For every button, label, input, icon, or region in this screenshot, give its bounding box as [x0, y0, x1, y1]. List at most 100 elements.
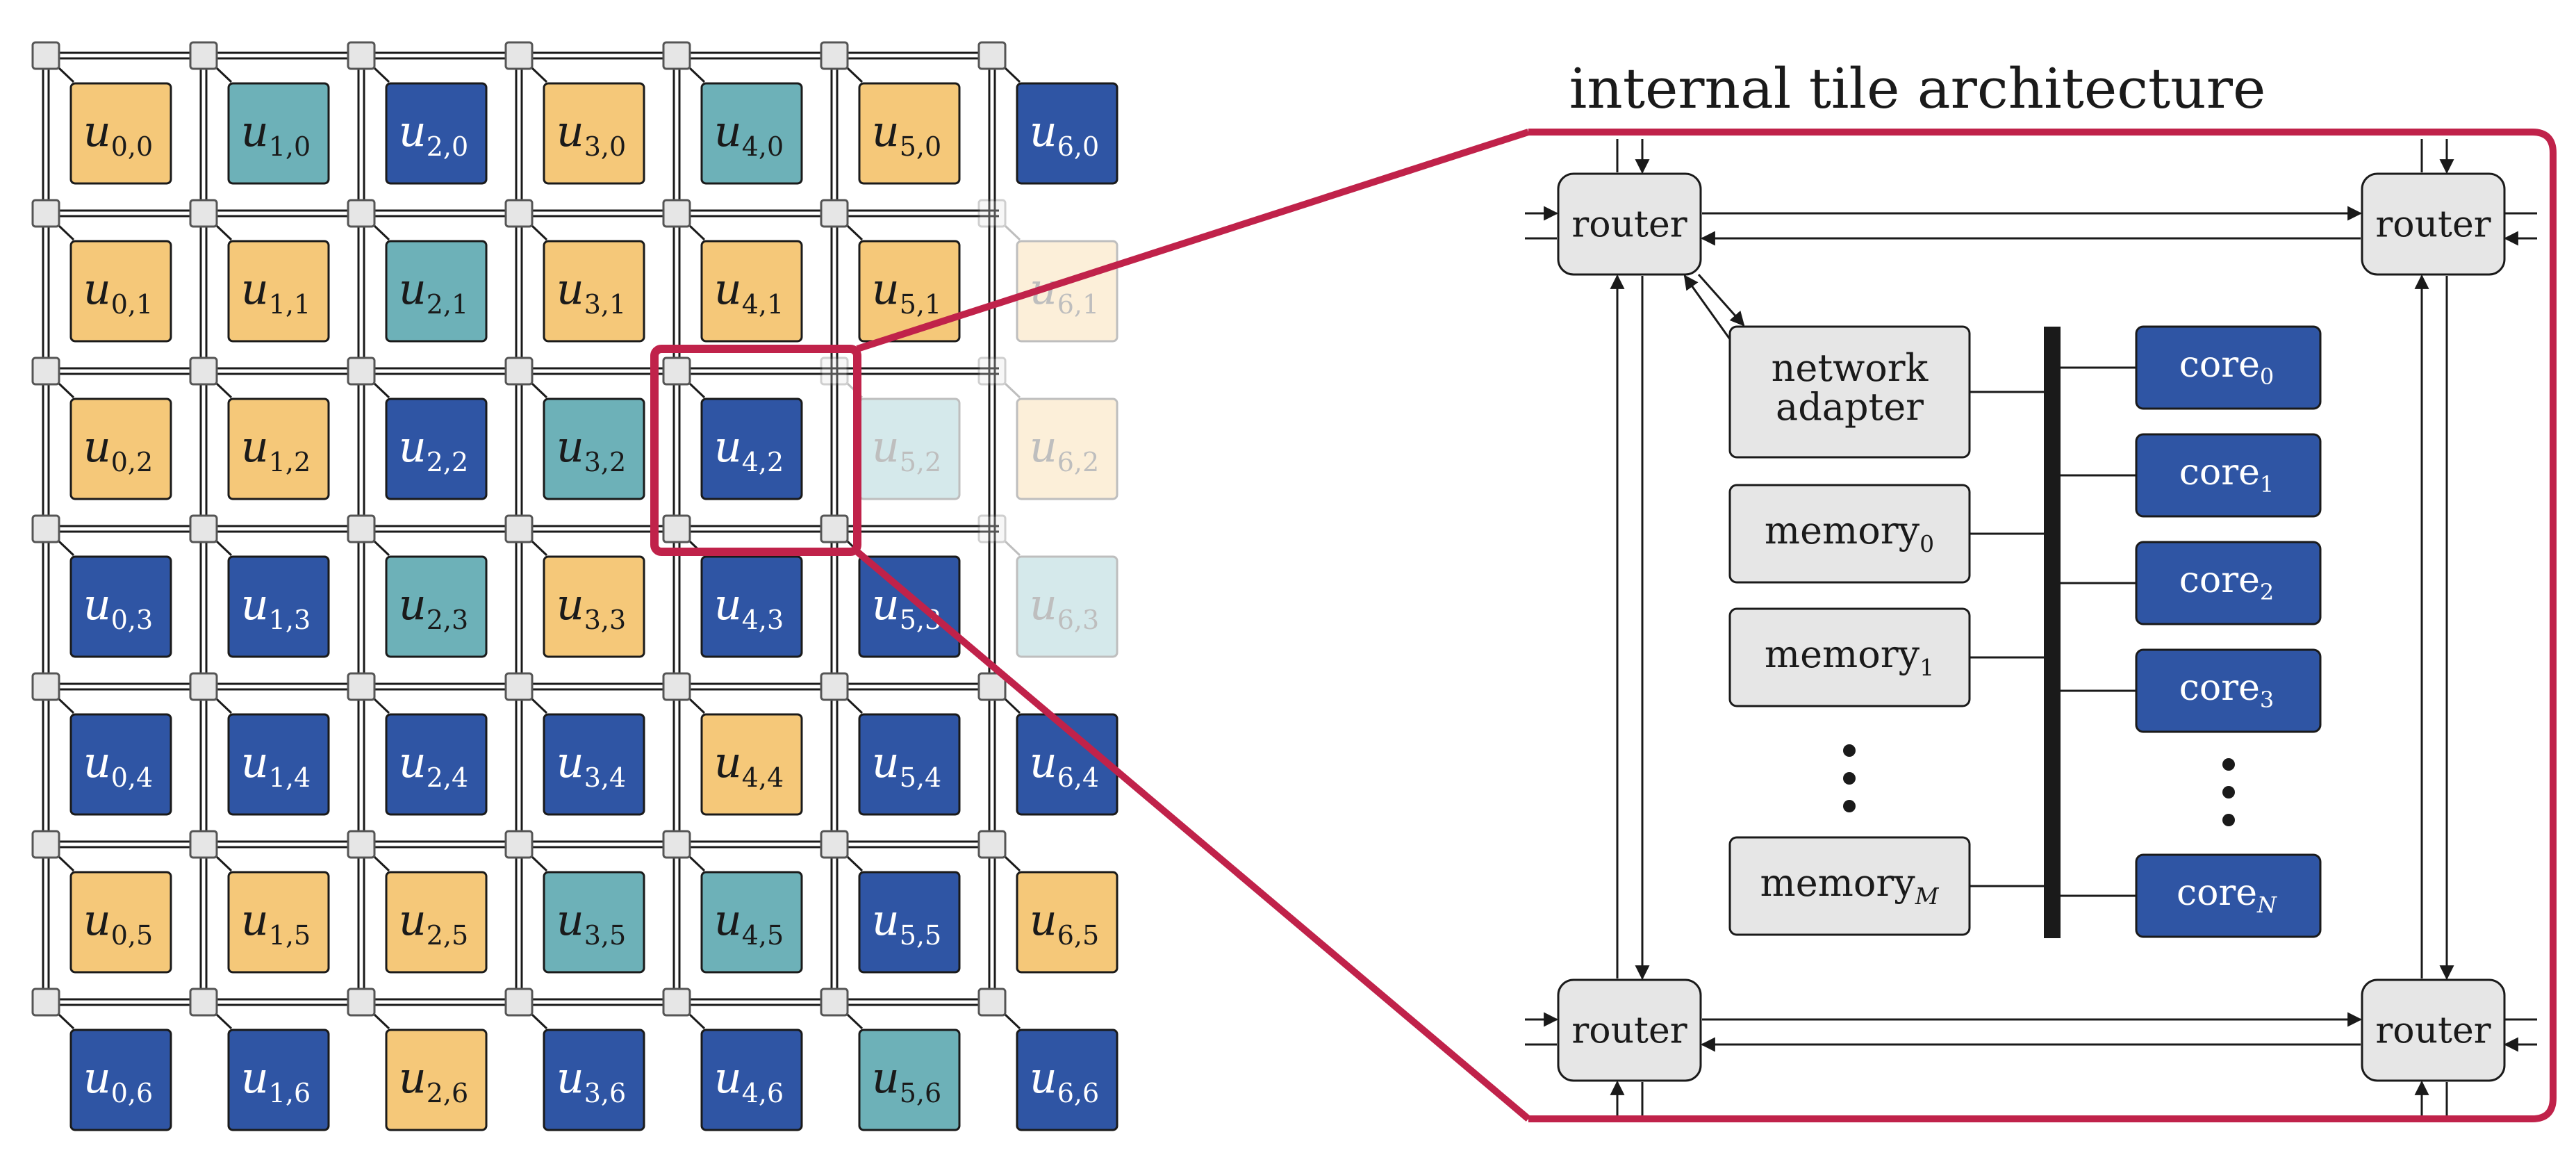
tile-u-5-0: u5,0 — [820, 41, 961, 185]
link-adapter-to-router — [1683, 275, 1731, 340]
core-label: core0 — [2179, 344, 2274, 390]
mesh-router-node — [504, 830, 534, 859]
tile-u-1-2: u1,2 — [189, 357, 330, 500]
router-top-left — [1557, 172, 1702, 276]
mesh-router-node — [820, 41, 849, 70]
tile-box — [385, 1029, 488, 1131]
zoom-callout — [650, 129, 2557, 1122]
mesh-router-node — [820, 988, 849, 1017]
mesh-router-node — [31, 514, 60, 543]
tile-u-0-1: u0,1 — [31, 199, 172, 343]
tile-box — [700, 240, 803, 343]
highlight-box — [650, 345, 861, 556]
mesh-router-node — [347, 988, 376, 1017]
mesh-router-node — [662, 988, 691, 1017]
tile-label: u1,1 — [241, 263, 311, 320]
tile-u-0-6: u0,6 — [31, 988, 172, 1131]
tile-box — [385, 555, 488, 658]
tile-u-6-2: u6,2 — [977, 357, 1118, 500]
tile-label: u1,5 — [241, 894, 311, 951]
tile-label: u6,0 — [1030, 106, 1099, 162]
mesh-router-node — [347, 830, 376, 859]
tile-u-2-2: u2,2 — [347, 357, 488, 500]
tile-box — [700, 82, 803, 185]
mesh-router-node — [504, 514, 534, 543]
router-label: router — [2375, 1010, 2491, 1052]
adapter-label: adapter — [1776, 385, 1924, 429]
tile-box — [69, 1029, 172, 1131]
mesh-router-node — [977, 830, 1007, 859]
tile-box — [543, 240, 645, 343]
tile-u-4-6: u4,6 — [662, 988, 803, 1131]
tile-box — [385, 871, 488, 974]
tile-label: u3,0 — [556, 106, 626, 162]
tile-box — [1016, 240, 1118, 343]
tile-u-1-4: u1,4 — [189, 672, 330, 816]
mesh-router-node — [347, 672, 376, 701]
core-label: core1 — [2179, 452, 2274, 498]
tile-box — [543, 555, 645, 658]
router-top-right — [2361, 172, 2506, 276]
link-router-to-adapter — [1697, 274, 1745, 327]
tile-label: u2,1 — [399, 263, 468, 320]
core-label: core2 — [2179, 559, 2274, 605]
mesh-router-node — [977, 514, 1007, 543]
router-label: router — [1571, 204, 1687, 246]
tile-box — [227, 240, 330, 343]
tile-label: u5,5 — [872, 894, 941, 951]
tile-u-3-4: u3,4 — [504, 672, 645, 816]
tile-u-1-1: u1,1 — [189, 199, 330, 343]
tile-label: u4,4 — [714, 737, 784, 793]
tile-box — [858, 82, 961, 185]
ellipsis-dot — [2222, 814, 2235, 826]
tile-label: u3,5 — [556, 894, 626, 951]
mesh-router-node — [31, 199, 60, 228]
tile-frame — [1528, 129, 2557, 1122]
tile-label: u6,4 — [1030, 737, 1099, 793]
tile-u-4-3: u4,3 — [662, 514, 803, 658]
diagram-title: internal tile architecture — [1569, 56, 2266, 121]
tile-label: u6,6 — [1030, 1052, 1099, 1108]
adapter-label: network — [1772, 346, 1929, 390]
tile-u-4-5: u4,5 — [662, 830, 803, 974]
mesh-router-node — [347, 357, 376, 386]
tile-u-4-4: u4,4 — [662, 672, 803, 816]
tile-box — [700, 713, 803, 816]
tile-label: u0,5 — [83, 894, 153, 951]
tile-box — [385, 713, 488, 816]
mesh-router-node — [189, 199, 218, 228]
tile-box — [543, 713, 645, 816]
tile-u-1-5: u1,5 — [189, 830, 330, 974]
tile-u-3-2: u3,2 — [504, 357, 645, 500]
tile-label: u0,2 — [83, 421, 153, 477]
tile-box — [858, 240, 961, 343]
tile-box — [385, 398, 488, 500]
tile-label: u0,0 — [83, 106, 153, 162]
tile-box — [700, 871, 803, 974]
tile-box — [543, 1029, 645, 1131]
tile-box — [69, 871, 172, 974]
mesh-router-node — [189, 672, 218, 701]
mesh-router-node — [820, 672, 849, 701]
tile-u-1-6: u1,6 — [189, 988, 330, 1131]
tile-label: u0,1 — [83, 263, 153, 320]
ellipsis-dot — [1843, 800, 1856, 812]
tile-label: u1,2 — [241, 421, 311, 477]
mesh-router-node — [977, 357, 1007, 386]
tile-u-6-5: u6,5 — [977, 830, 1118, 974]
tile-label: u3,3 — [556, 579, 626, 635]
mesh-router-node — [977, 988, 1007, 1017]
tile-u-6-6: u6,6 — [977, 988, 1118, 1131]
mesh-router-node — [504, 199, 534, 228]
tile-label: u0,3 — [83, 579, 153, 635]
mesh-router-node — [504, 988, 534, 1017]
tile-box — [700, 398, 803, 500]
tile-label: u4,2 — [714, 421, 784, 477]
mesh-router-node — [347, 514, 376, 543]
tile-u-4-2: u4,2 — [662, 357, 803, 500]
tile-label: u1,6 — [241, 1052, 311, 1108]
tile-label: u5,1 — [872, 263, 941, 320]
mesh-router-node — [189, 514, 218, 543]
